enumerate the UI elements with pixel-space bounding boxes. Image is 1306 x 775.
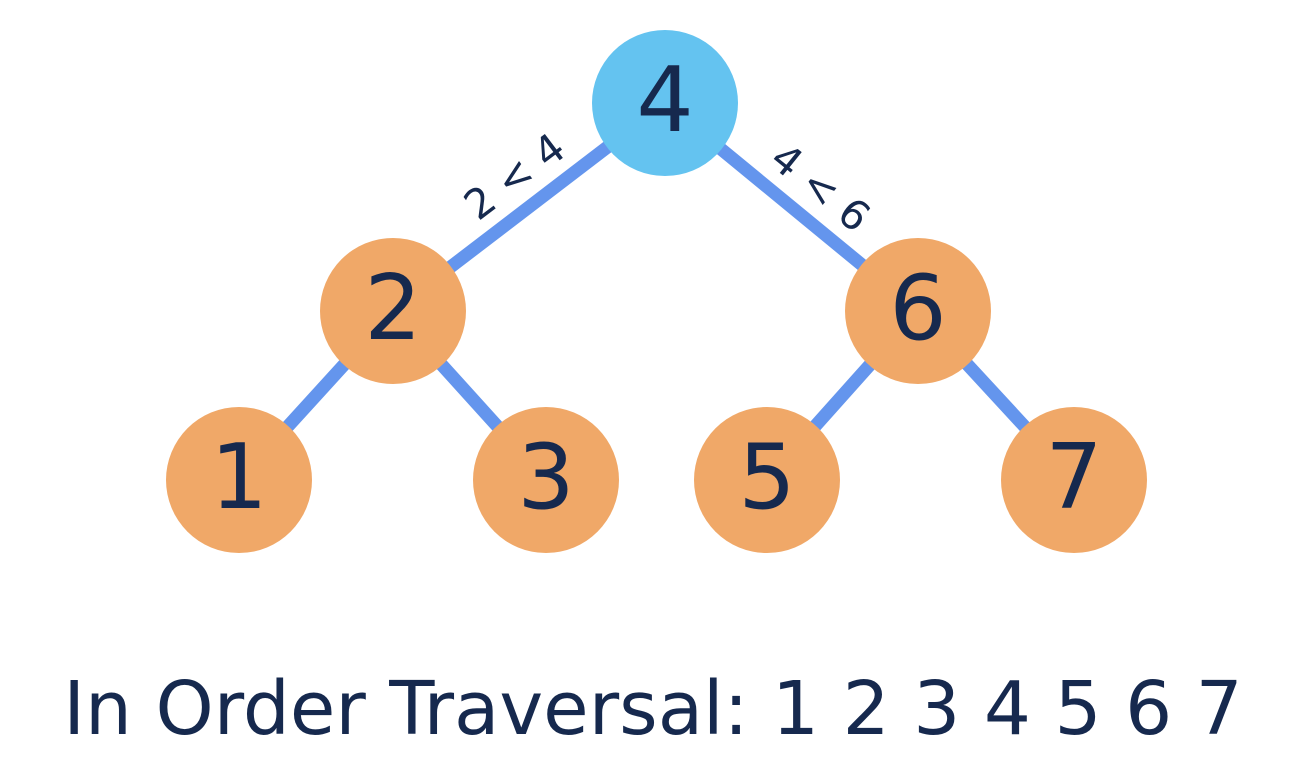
tree-node-1-value: 1 (210, 425, 268, 530)
inorder-traversal-caption: In Order Traversal: 1 2 3 4 5 6 7 (63, 666, 1243, 752)
tree-node-7-value: 7 (1045, 425, 1103, 530)
tree-node-5: 5 (694, 407, 840, 553)
tree-node-7: 7 (1001, 407, 1147, 553)
tree-node-4-value: 4 (636, 48, 694, 153)
tree-node-4: 4 (592, 30, 738, 176)
tree-node-2: 2 (320, 238, 466, 384)
tree-node-6-value: 6 (889, 256, 947, 361)
tree-node-2-value: 2 (364, 256, 422, 361)
tree-node-6: 6 (845, 238, 991, 384)
tree-node-3: 3 (473, 407, 619, 553)
tree-node-5-value: 5 (738, 425, 796, 530)
tree-node-1: 1 (166, 407, 312, 553)
tree-node-3-value: 3 (517, 425, 575, 530)
